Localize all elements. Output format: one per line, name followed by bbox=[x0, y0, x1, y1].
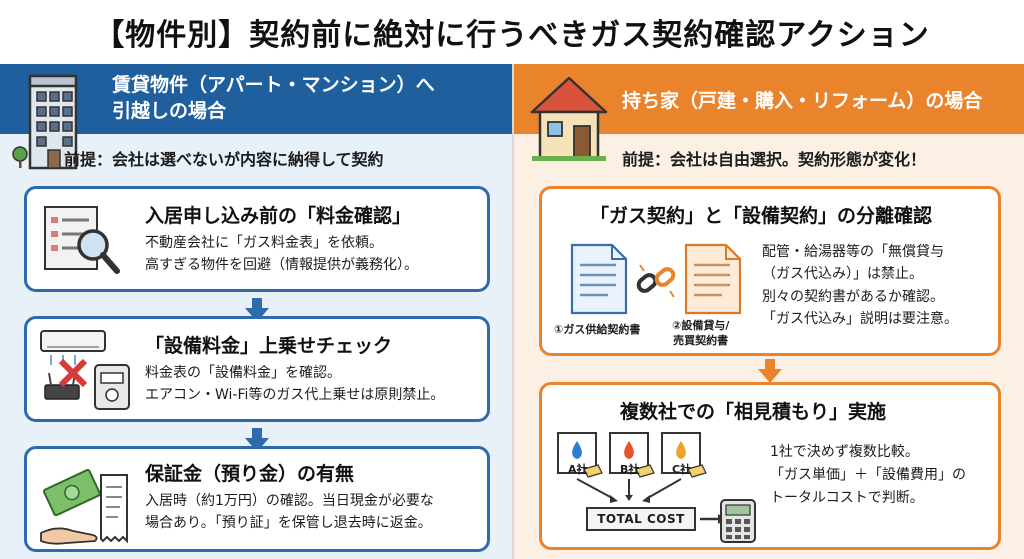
equipment-contract-doc-icon bbox=[684, 243, 742, 315]
rent-card1-title: 入居申し込み前の「料金確認」 bbox=[145, 205, 412, 227]
home-card-multiple-quotes: 複数社での「相見積もり」実施 bbox=[539, 382, 1001, 550]
rent-card1-body: 不動産会社に「ガス料金表」を依頼。 高すぎる物件を回避（情報提供が義務化）。 bbox=[145, 233, 418, 276]
home-card1-line4: 「ガス代込み」説明は要注意。 bbox=[762, 311, 958, 328]
company-b-label: B社 bbox=[620, 463, 640, 476]
home-card2-line1: 1社で決めず複数比較。 bbox=[770, 444, 919, 460]
home-card1-line2: （ガス代込み）」は禁止。 bbox=[762, 266, 923, 283]
broken-chain-link-icon bbox=[636, 264, 676, 298]
home-card1-line1: 配管・給湯器等の「無償貸与 bbox=[762, 244, 944, 260]
company-c-label: C社 bbox=[672, 463, 692, 476]
home-card1-line3: 別々の契約書があるか確認。 bbox=[762, 288, 944, 305]
gas-supply-contract-doc-icon bbox=[570, 243, 628, 315]
calculator-icon bbox=[720, 499, 756, 543]
equipment-contract-label: ②設備貸与/ 売買契約書 bbox=[672, 319, 729, 349]
rent-card1-line1: 不動産会社に「ガス料金表」を依頼。 bbox=[145, 235, 383, 251]
rent-card-equipment-fee: 「設備料金」上乗せチェック 料金表の「設備料金」を確認。 エアコン・Wi-Fi等… bbox=[24, 316, 490, 422]
apartment-building-icon bbox=[12, 74, 78, 170]
home-card2-line2: 「ガス単価」＋「設備費用」の bbox=[770, 467, 966, 484]
rent-card3-title: 保証金（預り金）の有無 bbox=[145, 463, 355, 485]
home-card2-title: 複数社での「相見積もり」実施 bbox=[620, 401, 887, 423]
home-card2-body: 1社で決めず複数比較。 「ガス単価」＋「設備費用」の トータルコストで判断。 bbox=[770, 441, 966, 510]
page-title: 【物件別】契約前に絶対に行うべきガス契約確認アクション bbox=[94, 18, 930, 53]
equipment-contract-label-line2: 売買契約書 bbox=[673, 333, 729, 347]
rent-card2-line1: 料金表の「設備料金」を確認。 bbox=[145, 365, 341, 381]
rental-header-line1: 賃貸物件（アパート・マンション）へ bbox=[112, 74, 435, 97]
home-card1-body: 配管・給湯器等の「無償貸与 （ガス代込み）」は禁止。 別々の契約書があるか確認。… bbox=[762, 241, 958, 331]
rent-card3-body: 入居時（約1万円）の確認。当日現金が必要な 場合あり。「預り証」を保管し退去時に… bbox=[145, 491, 434, 534]
rent-card2-line2: エアコン・Wi-Fi等のガス代上乗せは原則禁止。 bbox=[145, 386, 445, 403]
company-a-label: A社 bbox=[568, 463, 588, 476]
rental-header-line2: 引越しの場合 bbox=[112, 100, 227, 122]
equipment-contract-label-line1: ②設備貸与/ bbox=[672, 319, 730, 332]
owned-home-premise: 前提：会社は自由選択。契約形態が変化！ bbox=[622, 150, 927, 169]
home-card1-title: 「ガス契約」と「設備契約」の分離確認 bbox=[590, 205, 933, 227]
total-cost-box: TOTAL COST bbox=[586, 507, 696, 531]
gas-supply-contract-label: ①ガス供給契約書 bbox=[554, 323, 641, 336]
price-list-magnifier-icon bbox=[44, 206, 120, 274]
rental-column: 賃貸物件（アパート・マンション）へ 引越しの場合 前提：会社は選べないが内容に納… bbox=[0, 64, 512, 559]
rent-card1-line2: 高すぎる物件を回避（情報提供が義務化）。 bbox=[145, 256, 418, 273]
home-card-contract-separation: 「ガス契約」と「設備契約」の分離確認 ①ガス供給契約書 ②設備貸与/ 売買契約書… bbox=[539, 186, 1001, 356]
money-receipt-icon bbox=[40, 468, 128, 545]
aircon-router-meter-icon bbox=[40, 330, 130, 410]
rental-premise: 前提：会社は選べないが内容に納得して契約 bbox=[64, 150, 384, 169]
owned-home-column: 持ち家（戸建・購入・リフォーム）の場合 前提：会社は自由選択。契約形態が変化！ … bbox=[512, 64, 1024, 559]
rental-header: 賃貸物件（アパート・マンション）へ 引越しの場合 bbox=[0, 64, 512, 134]
house-icon bbox=[530, 76, 608, 161]
rent-card2-body: 料金表の「設備料金」を確認。 エアコン・Wi-Fi等のガス代上乗せは原則禁止。 bbox=[145, 363, 444, 406]
rent-card3-line1: 入居時（約1万円）の確認。当日現金が必要な bbox=[145, 493, 434, 509]
flow-arrow-down bbox=[758, 359, 782, 383]
rent-card-deposit: 保証金（預り金）の有無 入居時（約1万円）の確認。当日現金が必要な 場合あり。「… bbox=[24, 446, 490, 552]
rent-card3-line2: 場合あり。「預り証」を保管し退去時に返金。 bbox=[145, 514, 432, 531]
owned-home-header-text: 持ち家（戸建・購入・リフォーム）の場合 bbox=[622, 89, 983, 112]
home-card2-line3: トータルコストで判断。 bbox=[770, 490, 924, 507]
rent-card2-title: 「設備料金」上乗せチェック bbox=[145, 335, 393, 357]
rent-card-fee-check: 入居申し込み前の「料金確認」 不動産会社に「ガス料金表」を依頼。 高すぎる物件を… bbox=[24, 186, 490, 292]
